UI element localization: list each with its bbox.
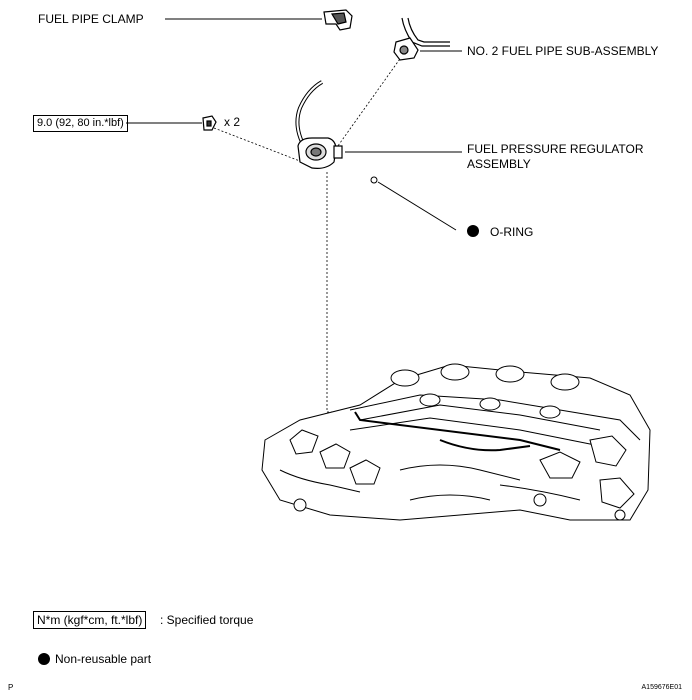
footer-left-mark: P <box>8 683 14 692</box>
o-ring-part <box>370 176 378 184</box>
label-fuel-pipe-clamp: FUEL PIPE CLAMP <box>38 12 144 26</box>
leader-lines <box>126 18 462 231</box>
alignment-lines <box>213 55 403 413</box>
label-no2-fuel-pipe: NO. 2 FUEL PIPE SUB-ASSEMBLY <box>467 44 659 58</box>
non-reusable-dot-icon <box>467 225 479 237</box>
legend-torque-unit-box: N*m (kgf*cm, ft.*lbf) <box>33 611 147 629</box>
non-reusable-legend-dot-icon <box>38 653 50 665</box>
no2-fuel-pipe-part <box>393 17 450 61</box>
engine-assembly-part <box>261 363 651 521</box>
fuel-pressure-regulator-part <box>295 80 343 169</box>
label-bolt-quantity: x 2 <box>224 115 241 129</box>
fuel-pipe-clamp-part <box>323 9 353 31</box>
legend-non-reusable: Non-reusable part <box>38 652 151 666</box>
label-o-ring: O-RING <box>490 225 534 239</box>
label-regulator-line1: FUEL PRESSURE REGULATOR <box>467 142 644 156</box>
legend-torque-text: : Specified torque <box>160 613 254 627</box>
legend-non-reusable-text: Non-reusable part <box>55 652 152 666</box>
figure-id: A159676E01 <box>641 684 682 691</box>
label-regulator-line2: ASSEMBLY <box>467 157 531 171</box>
bolt-part <box>202 115 217 131</box>
torque-value-box: 9.0 (92, 80 in.*lbf) <box>33 115 128 132</box>
